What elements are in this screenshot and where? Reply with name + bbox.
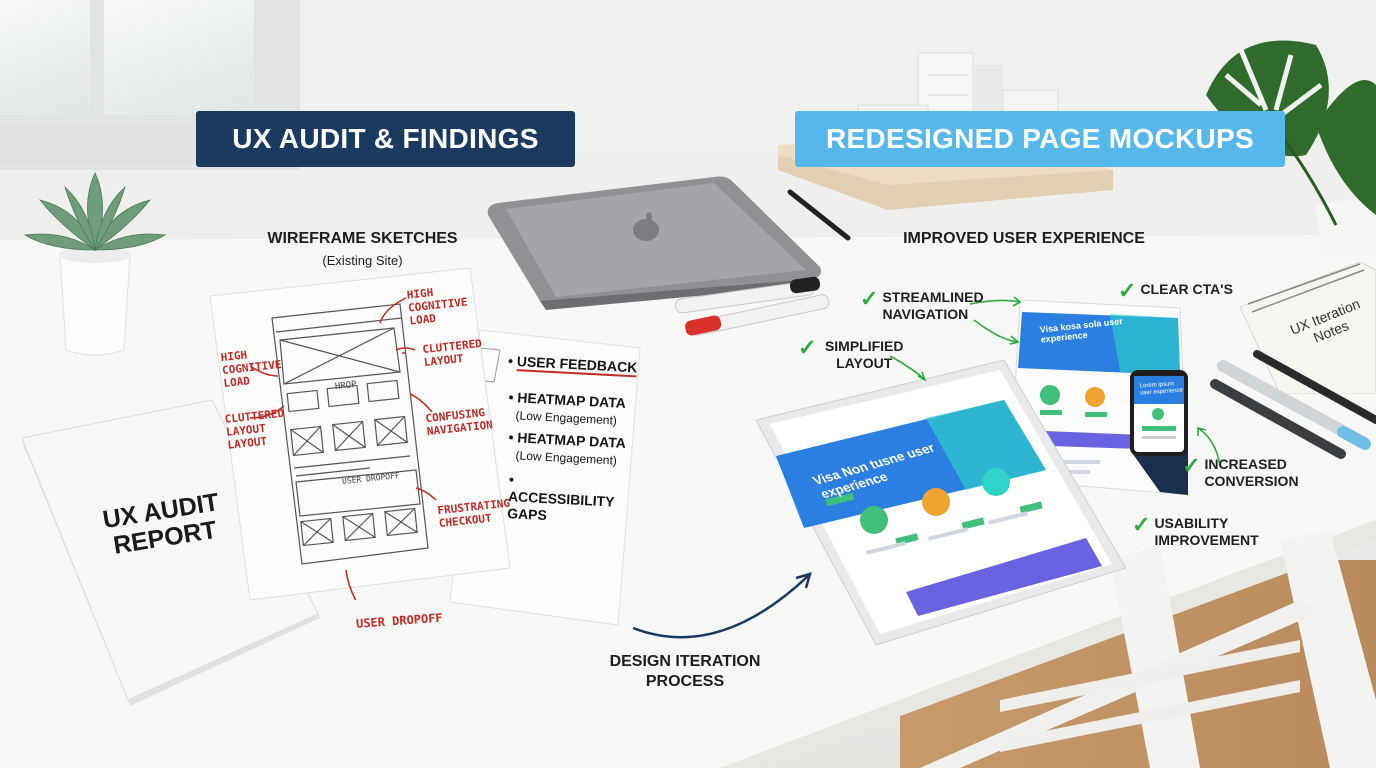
check-icon: ✓ xyxy=(1182,453,1201,478)
wireframe-title: WIREFRAME SKETCHES xyxy=(267,230,458,247)
check-icon: ✓ xyxy=(798,335,817,360)
check-icon: ✓ xyxy=(1118,278,1137,303)
benefit-label: CLEAR CTA'S xyxy=(1140,281,1233,297)
pens xyxy=(1210,350,1376,459)
markers xyxy=(674,276,830,336)
black-pen xyxy=(1253,350,1376,424)
light-blue-pen xyxy=(1217,360,1371,450)
black-marker xyxy=(674,276,821,314)
finding-item: • HEATMAP DATA (Low Engagement) xyxy=(508,428,627,468)
benefit-arrows xyxy=(889,296,1221,467)
curved-arrow-icon xyxy=(632,572,812,639)
benefit-streamlined: ✓ STREAMLINED NAVIGATION xyxy=(860,286,1000,323)
annotation-cluttered-layout-left: CLUTTERED LAYOUT LAYOUT xyxy=(224,406,285,452)
design-iteration-process-label: DESIGN ITERATION PROCESS xyxy=(609,653,761,690)
wireframe-sheet xyxy=(210,268,510,600)
benefit-usability: ✓ USABILITY IMPROVEMENT xyxy=(1132,512,1272,549)
finding-item: • ACCESSIBILITY GAPS xyxy=(506,471,615,524)
benefit-increased: ✓ INCREASED CONVERSION xyxy=(1182,453,1312,490)
benefit-label: SIMPLIFIED LAYOUT xyxy=(824,338,904,371)
laptop xyxy=(487,176,822,310)
check-icon: ✓ xyxy=(1132,512,1151,537)
benefit-label: INCREASED CONVERSION xyxy=(1204,456,1299,489)
red-marker xyxy=(685,294,830,336)
redesigned-mockups-banner: REDESIGNED PAGE MOCKUPS xyxy=(795,111,1285,167)
annotation-high-cognitive-load-left: HIGH COGNITIVE LOAD xyxy=(220,348,283,391)
audit-findings-banner: UX AUDIT & FINDINGS xyxy=(196,111,575,167)
apple-logo-icon xyxy=(633,212,659,241)
black-pen xyxy=(787,189,851,241)
dark-pen xyxy=(1210,379,1346,459)
benefit-label: USABILITY IMPROVEMENT xyxy=(1154,515,1259,548)
phone-mockup xyxy=(1130,370,1188,456)
improved-ux-title: IMPROVED USER EXPERIENCE xyxy=(903,230,1145,247)
succulent-plant xyxy=(23,172,167,356)
tablet-mockup xyxy=(756,360,1126,645)
annotation-arrows xyxy=(249,297,437,600)
benefit-clear-ctas: ✓ CLEAR CTA'S xyxy=(1118,278,1238,303)
benefit-label: STREAMLINED NAVIGATION xyxy=(882,289,984,322)
benefit-simplified: ✓ SIMPLIFIED LAYOUT xyxy=(798,335,908,372)
annotation-high-cognitive-load-top: HIGH COGNITIVE LOAD xyxy=(406,285,469,328)
window xyxy=(0,0,300,170)
finding-item: • HEATMAP DATA (Low Engagement) xyxy=(508,388,627,428)
check-icon: ✓ xyxy=(860,286,879,311)
wireframe-subtitle: (Existing Site) xyxy=(322,253,403,268)
